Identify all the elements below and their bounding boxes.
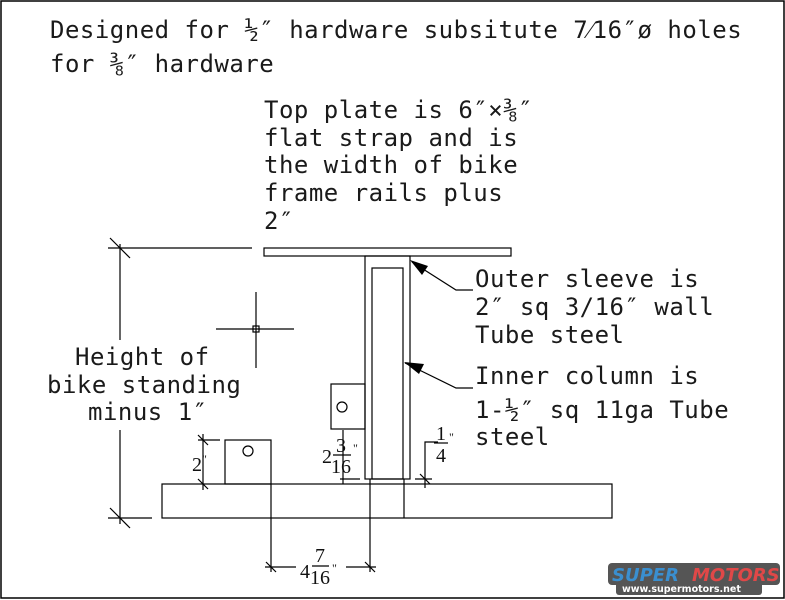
brand-url: www.supermotors.net bbox=[622, 584, 741, 595]
dim-unit: " bbox=[332, 561, 337, 575]
bolt-hole bbox=[242, 445, 254, 457]
lower-tab bbox=[224, 439, 272, 485]
dim-whole: 2 bbox=[322, 446, 332, 468]
inner-column-note: Inner column is 1-½″ sq 11ga Tube steel bbox=[475, 362, 729, 451]
height-dimension bbox=[108, 237, 252, 529]
dim-whole: 4 bbox=[300, 561, 310, 583]
note-line: minus 1″ bbox=[88, 398, 208, 426]
gap-dimension: 1 4 " bbox=[415, 423, 454, 488]
note-line: Top plate is 6″×⅜″ bbox=[264, 96, 533, 124]
height-note: Height of bike standing minus 1″ bbox=[47, 343, 241, 426]
spacing-dimension: 4 7 16 " bbox=[265, 545, 376, 589]
dim-label: 2" bbox=[192, 452, 207, 476]
bolt-hole bbox=[336, 401, 348, 413]
note-line: frame rails plus bbox=[264, 179, 503, 207]
note-line: 1-½″ sq 11ga Tube bbox=[475, 396, 729, 424]
top-plate-note: Top plate is 6″×⅜″ flat strap and is the… bbox=[264, 96, 533, 235]
note-line: 2″ bbox=[264, 207, 294, 235]
note-line: Tube steel bbox=[475, 321, 625, 349]
tab-offset-dimension: 2 3 16 " bbox=[322, 430, 360, 484]
brand-b: MOTORS bbox=[692, 565, 780, 586]
upper-tab bbox=[330, 383, 366, 430]
note-line: Inner column is bbox=[475, 362, 699, 390]
dim-numerator: 1 bbox=[436, 423, 446, 445]
inner-column bbox=[371, 267, 404, 480]
brand-a: SUPER bbox=[612, 565, 679, 586]
dim-denominator: 4 bbox=[436, 445, 446, 467]
dim-denominator: 16 bbox=[310, 567, 330, 589]
dim-denominator: 16 bbox=[331, 456, 351, 478]
note-line: steel bbox=[475, 423, 550, 451]
dim-numerator: 7 bbox=[315, 545, 325, 567]
note-line: bike standing bbox=[47, 371, 241, 399]
note-line: Height of bbox=[75, 343, 210, 371]
top-plate bbox=[263, 247, 512, 257]
tab-height-dimension: 2" bbox=[192, 434, 220, 490]
dim-numerator: 3 bbox=[336, 435, 346, 457]
dim-unit: " bbox=[353, 441, 358, 455]
note-line: 2″ sq 3/16″ wall bbox=[475, 293, 714, 321]
header-note-line-1: Designed for ½″ hardware subsitute 7⁄16″… bbox=[50, 16, 742, 44]
crosshair-cursor-icon bbox=[216, 292, 294, 368]
base-plate bbox=[161, 483, 613, 519]
header-note-line-2: for ⅜″ hardware bbox=[50, 50, 274, 78]
note-line: flat strap and is bbox=[264, 124, 518, 152]
supermotors-watermark-logo: SUPER MOTORS www.supermotors.net bbox=[608, 563, 780, 595]
dim-unit: " bbox=[449, 430, 454, 444]
note-line: Outer sleeve is bbox=[475, 265, 699, 293]
note-line: the width of bike bbox=[264, 151, 518, 179]
inner-column-leader bbox=[404, 362, 473, 389]
outer-sleeve-leader bbox=[410, 260, 473, 291]
outer-sleeve-note: Outer sleeve is 2″ sq 3/16″ wall Tube st… bbox=[475, 265, 714, 349]
